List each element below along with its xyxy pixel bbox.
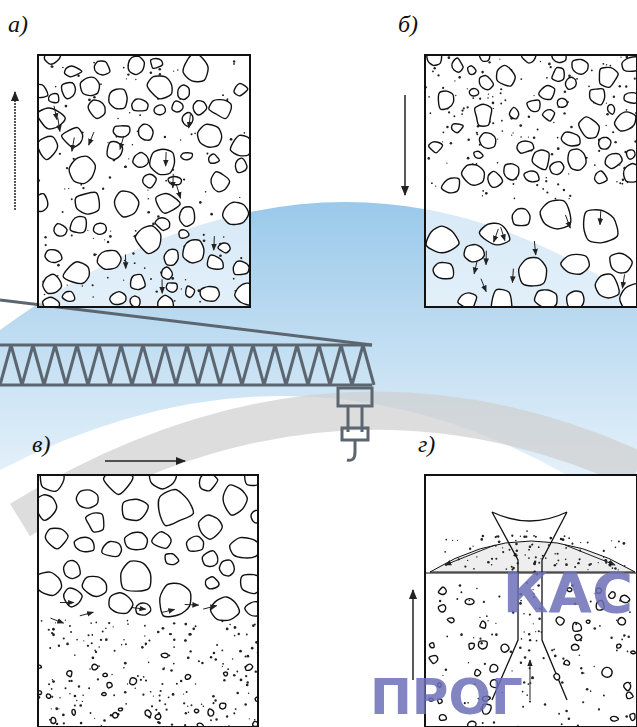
watermark: КАС: [503, 565, 633, 621]
segregation-panel: [424, 48, 637, 323]
segregation-panel: [35, 467, 266, 727]
panel-label: в): [32, 432, 50, 456]
watermark: ПРОГ: [370, 672, 523, 722]
crane-drawing: [0, 300, 374, 460]
panel-label: б): [398, 12, 418, 36]
panel-label: а): [8, 12, 28, 36]
direction-arrows: [15, 92, 413, 680]
panel-label: г): [418, 432, 435, 456]
segregation-panel: [32, 44, 259, 316]
